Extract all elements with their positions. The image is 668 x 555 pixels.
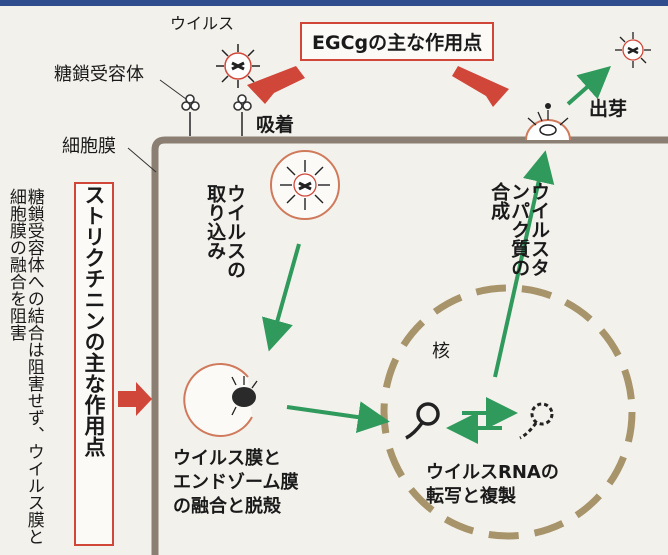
adsorption-label: 吸着 <box>256 114 295 136</box>
glycan-receptor-label: 糖鎖受容体 <box>54 64 144 85</box>
uptake-label: ウイルスの取り込み <box>204 184 246 279</box>
protein-synthesis-label: ウイルスタンパク質の合成 <box>488 182 550 277</box>
arrow-endosome-to-nucleus <box>286 401 390 434</box>
released-virus-icon <box>615 32 651 68</box>
arrow-uptake-to-endosome <box>262 243 301 352</box>
glycan-receptor-icon <box>181 94 252 136</box>
fusion-label-line1: ウイルス膜と <box>173 448 281 469</box>
virus-uptake-icon <box>270 150 340 220</box>
side-note: 糖鎖受容体への結合は阻害せず、ウイルス膜と細胞膜の融合を阻害 <box>5 188 44 545</box>
red-arrow-to-budding <box>452 66 509 107</box>
viral-rna-copy-icon <box>519 402 554 440</box>
red-arrow-to-membrane <box>118 382 152 416</box>
arrow-nucleus-to-budding <box>493 150 555 378</box>
cell-membrane-label: 細胞膜 <box>62 136 116 157</box>
virus-label: ウイルス <box>170 14 235 33</box>
fusion-label-line3: の融合と脱殻 <box>173 496 281 517</box>
strychnine-action-box: ストリクチニンの主な作用点 <box>74 182 114 546</box>
rna-label-line2: 転写と複製 <box>426 486 516 507</box>
egcg-action-box: EGCgの主な作用点 <box>300 22 495 61</box>
budding-virus-icon <box>525 103 571 141</box>
virus-icon <box>216 44 260 88</box>
rna-label-line1: ウイルスRNAの <box>426 462 559 483</box>
budding-label: 出芽 <box>589 98 628 120</box>
arrow-budding-release <box>566 66 611 106</box>
top-color-bar <box>0 0 668 6</box>
fusion-label-line2: エンドゾーム膜 <box>173 472 299 493</box>
cell-membrane <box>151 136 668 555</box>
red-arrow-to-adsorption <box>247 66 305 104</box>
receptor-leader-line <box>159 79 187 100</box>
endosome-icon <box>183 363 258 437</box>
egcg-red-arrows <box>118 66 509 416</box>
membrane-leader-line <box>127 147 157 173</box>
viral-rna-icon <box>405 402 440 440</box>
nucleus-label: 核 <box>432 341 450 362</box>
